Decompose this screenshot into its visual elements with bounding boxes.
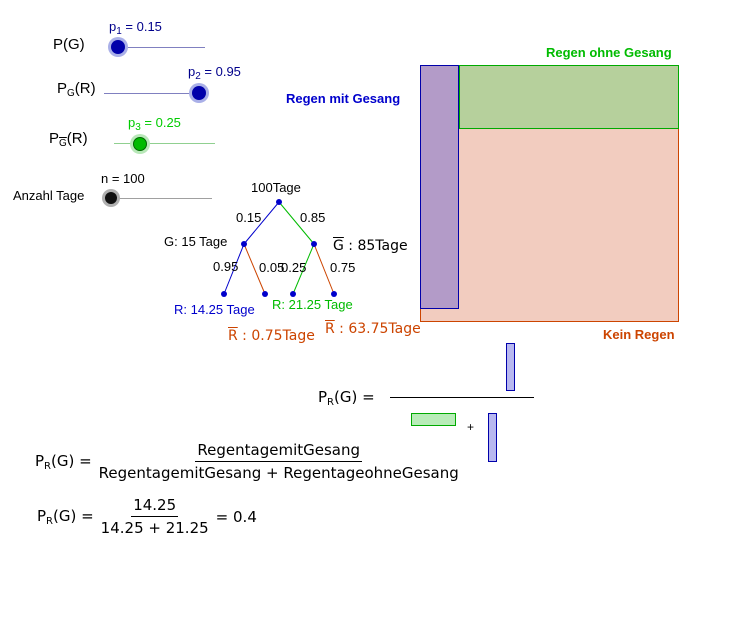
tree-g-nr-label: R : 0.75Tage [228, 328, 315, 344]
slider-pgr-value: p2 = 0.95 [188, 64, 241, 82]
tree-edge-g-nr [243, 243, 266, 295]
slider-days-label: Anzahl Tage [13, 188, 85, 203]
denominator-blue-bar [488, 413, 497, 462]
tree-ng-nr-label: R : 63.75Tage [325, 321, 421, 337]
tree-p-g: 0.15 [236, 210, 262, 225]
slider-pg-track[interactable] [112, 47, 205, 48]
formula-words-num: RegentagemitGesang [195, 441, 363, 462]
tree-ng-label: G : 85Tage [333, 238, 408, 254]
slider-pgr-handle[interactable] [192, 86, 206, 100]
slider-pngr-track[interactable] [114, 143, 215, 144]
numerator-bar [506, 343, 515, 391]
tree-node-root[interactable] [276, 199, 282, 205]
tree-p-g-r: 0.95 [213, 259, 239, 274]
slider-pngr-handle[interactable] [133, 137, 147, 151]
formula-numbers-num: 14.25 [131, 496, 179, 517]
slider-pgr-track[interactable] [104, 93, 204, 94]
visual-fraction-line [390, 397, 534, 398]
tree-node-ng[interactable] [311, 241, 317, 247]
probability-square [420, 65, 679, 322]
slider-days-handle[interactable] [105, 192, 117, 204]
tree-edge-ng-r [292, 243, 315, 295]
slider-pngr-value: p3 = 0.25 [128, 115, 181, 133]
tree-root-label: 100Tage [251, 180, 301, 195]
tree-p-g-nr: 0.05 [259, 260, 285, 275]
tree-node-ng-nr[interactable] [331, 291, 337, 297]
formula-result: = 0.4 [215, 507, 257, 526]
formula-words-den: RegentagemitGesang + RegentageohneGesang [98, 464, 459, 482]
tree-node-g-r[interactable] [221, 291, 227, 297]
tree-p-ng-nr: 0.75 [330, 260, 356, 275]
tree-edge-g [243, 201, 280, 245]
kein-regen-label: Kein Regen [603, 327, 675, 342]
slider-pg-value: p1 = 0.15 [109, 19, 162, 37]
tree-edge-ng [278, 201, 315, 245]
tree-p-ng-r: 0.25 [281, 260, 307, 275]
tree-ng-r-label: R: 21.25 Tage [272, 297, 353, 312]
tree-node-g-nr[interactable] [262, 291, 268, 297]
plus-sign: + [467, 420, 475, 434]
slider-days-track[interactable] [104, 198, 212, 199]
regen-mit-gesang-area[interactable] [420, 65, 459, 309]
slider-pgr-label: PG(R) [57, 80, 96, 99]
denominator-green-bar [411, 413, 456, 426]
regen-ohne-gesang-area[interactable] [459, 65, 679, 129]
tree-p-ng: 0.85 [300, 210, 326, 225]
regen-ohne-gesang-label: Regen ohne Gesang [546, 45, 672, 60]
slider-pngr-label: PG(R) [49, 130, 88, 149]
tree-edge-g-r [223, 243, 245, 295]
slider-pg-label: P(G) [53, 36, 85, 53]
tree-g-label: G: 15 Tage [164, 234, 228, 249]
regen-mit-gesang-label: Regen mit Gesang [286, 91, 401, 106]
tree-g-r-label: R: 14.25 Tage [174, 302, 255, 317]
tree-edge-ng-nr [313, 243, 335, 295]
formula-numbers-den: 14.25 + 21.25 [100, 519, 209, 537]
visual-formula-lhs: PR(G) = [318, 388, 375, 408]
slider-days-value: n = 100 [101, 171, 145, 186]
slider-pg-handle[interactable] [111, 40, 125, 54]
tree-node-g[interactable] [241, 241, 247, 247]
tree-node-ng-r[interactable] [290, 291, 296, 297]
